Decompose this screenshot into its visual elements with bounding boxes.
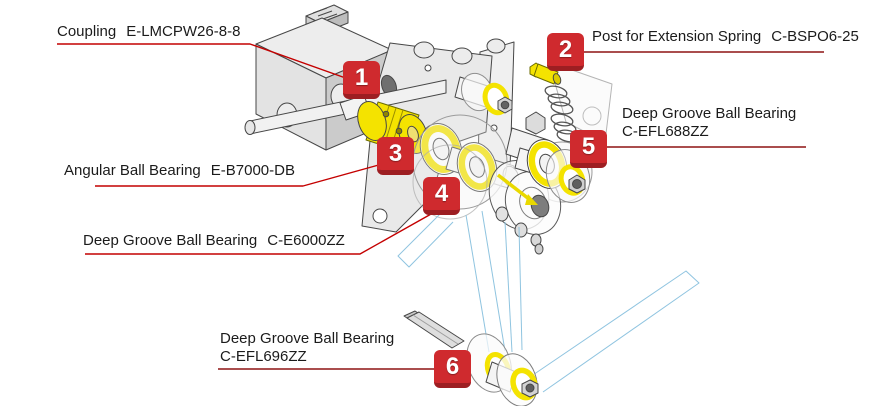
part-name: Deep Groove Ball Bearing xyxy=(220,330,395,347)
extension-springs xyxy=(544,85,580,143)
badge-5: 5 xyxy=(570,130,607,168)
callout-coupling: Coupling E-LMCPW26-8-8 xyxy=(57,23,240,41)
badge-number: 6 xyxy=(445,352,460,380)
part-name: Post for Extension Spring xyxy=(592,28,762,45)
part-number: C-EFL696ZZ xyxy=(220,348,307,365)
callout-bearing-e6000: Deep Groove Ball Bearing C-E6000ZZ xyxy=(83,232,345,250)
part-name: Deep Groove Ball Bearing xyxy=(83,232,258,249)
part-name: Coupling xyxy=(57,23,117,40)
right-bearing-unit xyxy=(505,111,591,203)
badge-number: 1 xyxy=(354,63,369,91)
badge-number: 5 xyxy=(581,132,596,160)
badge-3: 3 xyxy=(377,137,414,175)
badge-number: 4 xyxy=(434,179,449,207)
leader-3 xyxy=(95,160,394,187)
part-number: E-B7000-DB xyxy=(210,162,295,179)
part-name: Deep Groove Ball Bearing xyxy=(622,105,797,122)
part-name: Angular Ball Bearing xyxy=(64,162,201,179)
badge-1: 1 xyxy=(343,61,380,99)
leader-1 xyxy=(57,43,355,82)
belt-outline xyxy=(397,210,700,393)
leader-4 xyxy=(85,208,441,255)
top-bearing-unit xyxy=(454,72,513,116)
callout-angular-bearing: Angular Ball Bearing E-B7000-DB xyxy=(64,162,295,180)
part-number: E-LMCPW26-8-8 xyxy=(126,23,241,40)
part-number: C-E6000ZZ xyxy=(267,232,345,249)
badge-number: 2 xyxy=(558,35,573,63)
part-number: C-EFL688ZZ xyxy=(622,123,709,140)
lower-shaft-assembly xyxy=(403,310,539,406)
badge-4: 4 xyxy=(423,177,460,215)
badge-6: 6 xyxy=(434,350,471,388)
badge-2: 2 xyxy=(547,33,584,71)
part-number: C-BSPO6-25 xyxy=(771,28,859,45)
drive-shaft xyxy=(339,94,520,192)
badge-number: 3 xyxy=(388,139,403,167)
leader-lines xyxy=(57,43,824,370)
callout-post: Post for Extension Spring C-BSPO6-25 xyxy=(592,28,859,46)
